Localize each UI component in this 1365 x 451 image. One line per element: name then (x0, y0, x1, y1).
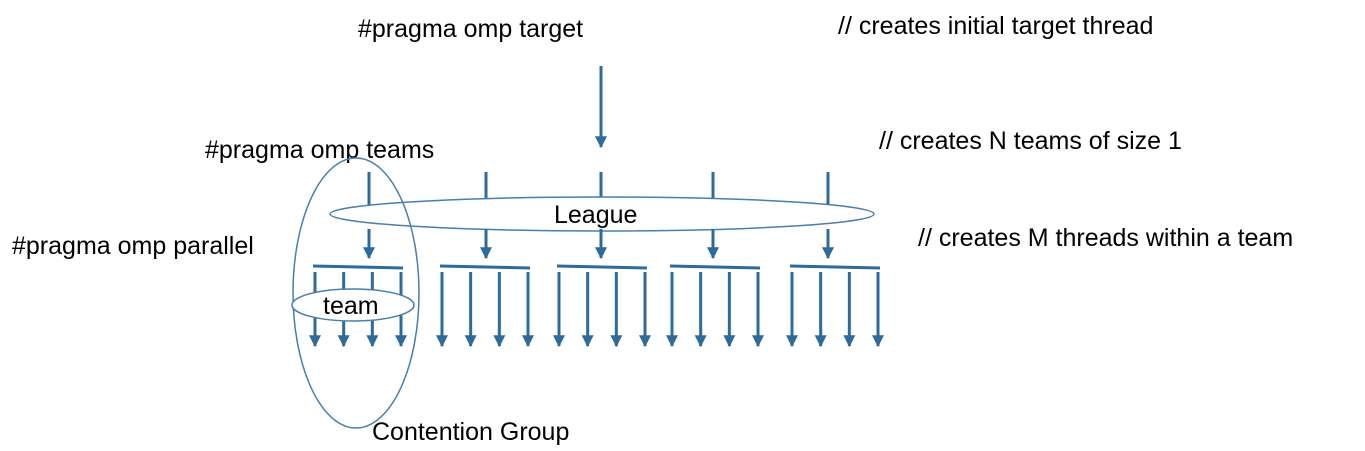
team-label: team (323, 292, 379, 320)
teams-comment-label: // creates N teams of size 1 (879, 127, 1182, 155)
teams-group (309, 229, 884, 348)
team-2-fork-bar (439, 264, 531, 270)
target-directive-label: #pragma omp target (358, 15, 583, 43)
team-3-fork-bar (556, 264, 648, 270)
contention-group-ellipse (292, 157, 420, 429)
parallel-directive-label: #pragma omp parallel (12, 232, 254, 260)
parallel-comment-label: // creates M threads within a team (918, 224, 1293, 252)
contention-group-label: Contention Group (372, 418, 569, 446)
team-1-fork-bar (312, 264, 404, 270)
team-ellipse (291, 288, 415, 322)
team-5-fork-bar (789, 264, 881, 270)
teams-directive-label: #pragma omp teams (205, 136, 434, 164)
team-4-fork-bar (669, 264, 761, 270)
league-label: League (554, 201, 637, 229)
target-comment-label: // creates initial target thread (838, 12, 1153, 40)
